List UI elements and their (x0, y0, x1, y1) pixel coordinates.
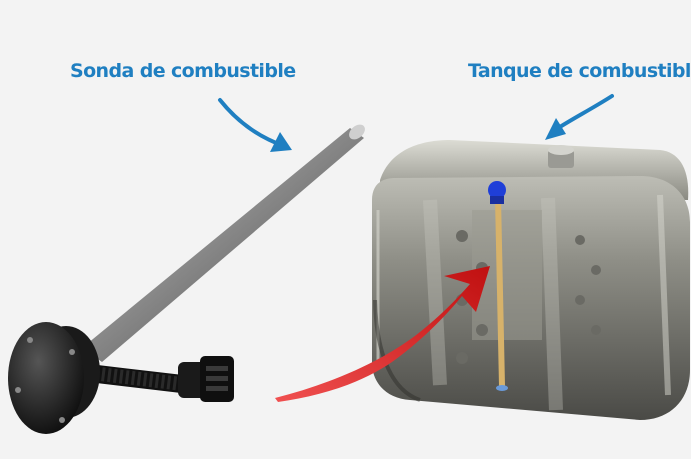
fuel-tank-illustration (372, 140, 690, 420)
tank-callout-arrow (545, 94, 614, 140)
probe-callout-arrow (218, 98, 292, 152)
installation-arrow (275, 266, 490, 402)
fuel-probe-illustration (8, 124, 365, 434)
fuel-tank-label: Tanque de combustible (468, 60, 691, 82)
fuel-probe-label: Sonda de combustible (70, 60, 296, 82)
